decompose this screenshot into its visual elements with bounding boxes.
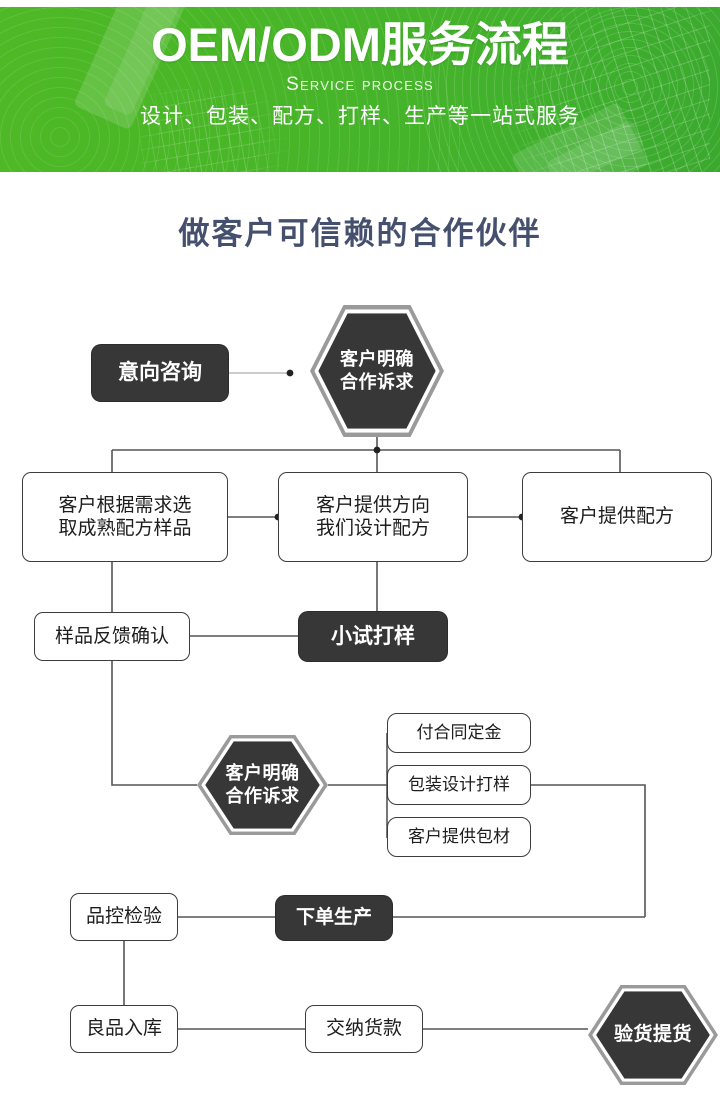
flow-node-clear-need-2[interactable]: 客户明确 合作诉求 — [197, 735, 328, 835]
connector-dot — [286, 369, 294, 377]
flow-node-qc-check[interactable]: 品控检验 — [70, 893, 178, 941]
banner-subtitle-cn: 设计、包装、配方、打样、生产等一站式服务 — [140, 104, 580, 128]
flow-node-good-stock[interactable]: 良品入库 — [70, 1005, 178, 1053]
flow-node-trial-sample-label: 小试打样 — [331, 624, 415, 648]
flow-node-order-produce-label: 下单生产 — [295, 907, 372, 929]
flow-node-client-package[interactable]: 客户提供包材 — [387, 817, 531, 857]
flow-node-clear-need-2-line1: 客户明确 — [225, 762, 300, 783]
flow-node-good-stock-label: 良品入库 — [85, 1018, 162, 1040]
flow-node-clear-need-1-line1: 客户明确 — [340, 348, 414, 369]
flow-node-pick-sample[interactable]: 客户根据需求选 取成熟配方样品 — [22, 472, 228, 562]
flow-node-deposit-label: 付合同定金 — [416, 722, 502, 742]
section-heading: 做客户可信赖的合作伙伴 — [178, 216, 542, 251]
flow-node-clear-need-2-line2: 合作诉求 — [225, 786, 300, 806]
flow-node-clear-need-2-label: 客户明确 合作诉求 — [197, 735, 328, 835]
flow-node-sample-feedback[interactable]: 样品反馈确认 — [34, 612, 190, 661]
flow-node-we-design[interactable]: 客户提供方向 我们设计配方 — [278, 472, 468, 562]
flow-node-we-design-line1: 客户提供方向 — [315, 494, 430, 516]
banner-grid-pattern-center — [140, 89, 310, 172]
banner-arc-pattern-right — [420, 7, 720, 172]
banner-grid-pattern-right — [480, 7, 710, 172]
flow-node-client-package-label: 客户提供包材 — [408, 826, 510, 846]
flow-node-qc-check-label: 品控检验 — [85, 906, 162, 928]
banner-title: OEM/ODM服务流程 — [151, 18, 569, 71]
banner-subtitle-en: Service process — [286, 73, 434, 95]
flow-node-inspect-pickup[interactable]: 验货提货 — [588, 985, 718, 1085]
page-banner: OEM/ODM服务流程 Service process 设计、包装、配方、打样、… — [0, 7, 720, 172]
flow-node-pay-goods-label: 交纳货款 — [325, 1018, 402, 1040]
flow-node-clear-need-1[interactable]: 客户明确 合作诉求 — [310, 305, 444, 437]
flow-node-pay-goods[interactable]: 交纳货款 — [305, 1005, 423, 1053]
flow-node-sample-feedback-label: 样品反馈确认 — [54, 625, 169, 647]
flow-node-clear-need-1-label: 客户明确 合作诉求 — [310, 305, 444, 437]
flow-node-intent[interactable]: 意向咨询 — [92, 345, 228, 401]
flow-node-package-design[interactable]: 包装设计打样 — [387, 765, 531, 805]
flow-node-trial-sample[interactable]: 小试打样 — [299, 612, 447, 661]
connector-dot — [373, 446, 381, 454]
flow-node-pick-sample-line1: 客户根据需求选 — [58, 494, 192, 516]
flow-node-inspect-pickup-text: 验货提货 — [613, 1023, 692, 1045]
flow-node-package-design-label: 包装设计打样 — [408, 774, 510, 794]
flow-node-we-design-line2: 我们设计配方 — [315, 518, 430, 539]
flow-node-clear-need-1-line2: 合作诉求 — [340, 372, 414, 392]
flow-node-pick-sample-line2: 取成熟配方样品 — [58, 518, 192, 539]
flow-node-deposit[interactable]: 付合同定金 — [387, 713, 531, 753]
flow-node-intent-label: 意向咨询 — [118, 361, 202, 385]
flow-node-client-recipe-label: 客户提供配方 — [559, 506, 674, 528]
banner-arc-pattern-left — [0, 7, 460, 172]
flow-node-order-produce[interactable]: 下单生产 — [276, 896, 392, 940]
flow-node-client-recipe[interactable]: 客户提供配方 — [522, 472, 712, 562]
flow-node-inspect-pickup-label: 验货提货 — [588, 985, 718, 1085]
